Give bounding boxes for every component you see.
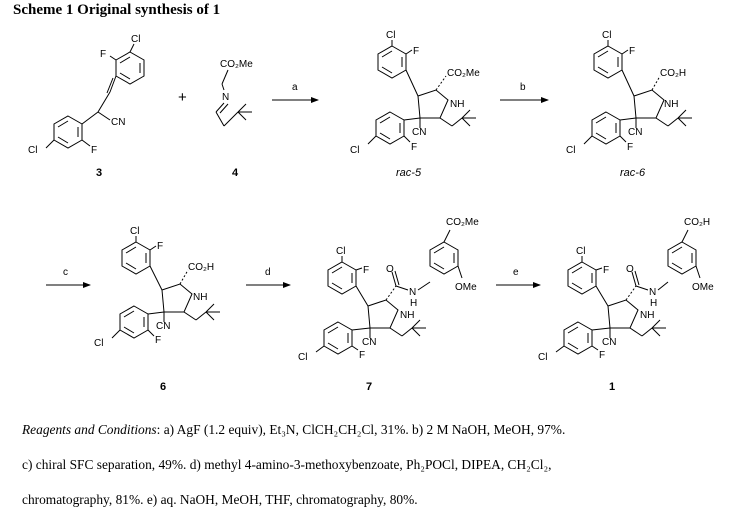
atom-f: F [363,265,369,276]
atom-cn: CN [628,127,642,138]
atom-f: F [359,350,365,361]
arrow-label-c: c [63,267,68,278]
atom-cl: Cl [538,352,547,363]
plus-sign: + [178,89,187,106]
conditions-line-1: Reagents and Conditions: a) AgF (1.2 equ… [22,423,565,436]
atom-o: O [626,264,634,275]
atom-cn: CN [602,337,616,348]
atom-ome: OMe [692,282,714,293]
atom-cl: Cl [576,246,585,257]
atom-h: H [410,298,417,309]
atom-nh: NH [400,310,414,321]
atom-cl: Cl [336,246,345,257]
atom-f: F [91,145,97,156]
atom-cl: Cl [566,145,575,156]
atom-co2h: CO₂H [684,217,710,228]
atom-co2me: CO₂Me [220,59,253,70]
compound-7-structure: Cl F O N H CO₂Me OMe NH CN Cl F [298,217,479,363]
atom-n: N [649,287,656,298]
atom-f: F [411,142,417,153]
atom-co2h: CO₂H [188,262,214,273]
atom-cn: CN [156,321,170,332]
compound-3-label: 3 [96,167,102,179]
conditions-text-1: : a) AgF (1.2 equiv), Et₃N, ClCH₂CH₂Cl, … [156,422,566,437]
compound-rac5-structure: Cl F CO₂Me NH CN Cl F [350,30,480,156]
atom-cl: Cl [28,145,37,156]
atom-co2h: CO₂H [660,68,686,79]
atom-f: F [629,46,635,57]
atom-f: F [155,335,161,346]
atom-cl: Cl [130,226,139,237]
atom-cl: Cl [131,34,140,45]
conditions-line-2: c) chiral SFC separation, 49%. d) methyl… [22,457,552,472]
conditions-line-3: chromatography, 81%. e) aq. NaOH, MeOH, … [22,492,418,507]
compound-1-structure: Cl F O N H CO₂H OMe NH CN Cl F [538,217,714,363]
atom-n: N [409,287,416,298]
atom-h: H [650,298,657,309]
compound-rac6-structure: Cl F CO₂H NH CN Cl F [566,30,693,156]
arrow-label-e: e [513,267,519,278]
atom-ome: OMe [455,282,477,293]
atom-f: F [599,350,605,361]
atom-f: F [603,265,609,276]
conditions-heading: Reagents and Conditions [22,422,157,437]
reaction-scheme: Cl F CN Cl F 3 + CO₂Me N 4 a Cl F [28,30,714,393]
atom-nh: NH [193,292,207,303]
arrow-label-d: d [265,267,271,278]
compound-6-structure: Cl F CO₂H NH CN Cl F [94,226,221,349]
compound-1-label: 1 [609,381,615,393]
compound-3-structure: Cl F CN Cl F [28,34,145,156]
compound-4-structure: CO₂Me N [215,59,253,127]
atom-cn: CN [111,117,125,128]
compound-rac5-label: rac-5 [396,167,422,179]
atom-n: N [222,92,229,103]
compound-4-label: 4 [232,167,239,179]
arrow-label-a: a [292,82,298,93]
compound-7-label: 7 [366,381,372,393]
atom-cl: Cl [94,338,103,349]
atom-co2me: CO₂Me [446,217,479,228]
atom-o: O [386,264,394,275]
compound-rac6-label: rac-6 [620,167,646,179]
arrow-label-b: b [520,82,526,93]
atom-co2me: CO₂Me [447,68,480,79]
atom-nh: NH [450,99,464,110]
atom-cn: CN [412,127,426,138]
atom-f: F [627,142,633,153]
atom-cn: CN [362,337,376,348]
atom-cl: Cl [298,352,307,363]
atom-cl: Cl [350,145,359,156]
atom-f: F [157,241,163,252]
atom-nh: NH [664,99,678,110]
atom-nh: NH [640,310,654,321]
atom-f: F [100,49,106,60]
scheme-title: Scheme 1 Original synthesis of 1 [13,2,221,18]
atom-cl: Cl [386,30,395,41]
atom-f: F [413,46,419,57]
atom-cl: Cl [602,30,611,41]
compound-6-label: 6 [160,381,166,393]
